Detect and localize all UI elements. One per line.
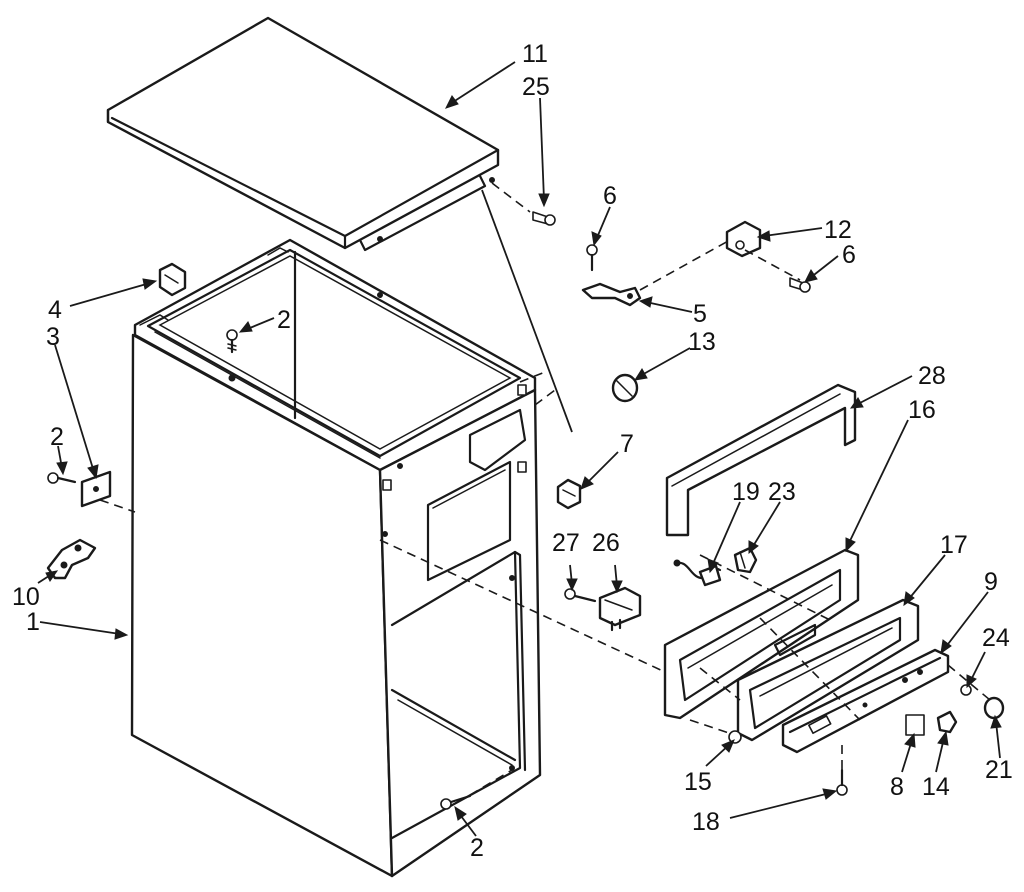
control-strip-part-9 xyxy=(781,648,950,754)
switch-part-26 xyxy=(598,586,642,632)
callout-28: 28 xyxy=(918,362,946,390)
callout-11: 11 xyxy=(522,40,548,68)
callout-8: 8 xyxy=(890,773,904,801)
callout-2-left: 2 xyxy=(50,423,64,451)
screw-part-18 xyxy=(836,768,848,796)
callout-14: 14 xyxy=(922,773,950,801)
bracket-part-5 xyxy=(581,282,642,307)
callout-25: 25 xyxy=(522,73,550,101)
knob-part-14 xyxy=(936,710,958,734)
callout-27: 27 xyxy=(552,529,580,557)
callout-18: 18 xyxy=(692,808,720,836)
cap-part-13 xyxy=(611,373,639,403)
callout-19: 19 xyxy=(732,478,760,506)
callout-1: 1 xyxy=(26,608,40,636)
callout-10: 10 xyxy=(12,583,40,611)
callout-23: 23 xyxy=(768,478,796,506)
console-frame-part-16 xyxy=(663,548,860,720)
screw-part-15 xyxy=(728,730,742,744)
callout-4: 4 xyxy=(48,296,62,324)
callout-leaders xyxy=(37,61,1002,837)
screw-part-25 xyxy=(532,211,556,226)
callout-26: 26 xyxy=(592,529,620,557)
knob-part-21 xyxy=(983,696,1005,720)
callout-6-top: 6 xyxy=(603,182,617,210)
screw-part-27 xyxy=(564,588,597,603)
callout-3: 3 xyxy=(46,323,60,351)
trim-part-28 xyxy=(665,383,857,537)
callout-13: 13 xyxy=(688,328,716,356)
socket-part-23 xyxy=(733,546,758,574)
screw-part-2-left xyxy=(47,472,77,484)
clip-part-4 xyxy=(158,262,187,297)
label-part-8 xyxy=(905,714,925,736)
screw-part-2-top xyxy=(226,329,238,354)
callout-24: 24 xyxy=(982,624,1010,652)
block-part-12 xyxy=(725,220,762,258)
callout-2-top: 2 xyxy=(277,306,291,334)
top-panel xyxy=(106,16,500,252)
washer-part-24 xyxy=(960,684,972,696)
callout-12: 12 xyxy=(824,216,852,244)
callout-labels: 11 25 6 12 6 4 3 2 5 13 2 28 16 7 19 23 … xyxy=(12,40,1013,862)
clip-part-7 xyxy=(556,478,582,510)
hinge-part-10 xyxy=(46,538,97,580)
callout-9: 9 xyxy=(984,568,998,596)
screw-part-6-upper xyxy=(586,244,598,272)
plate-part-3 xyxy=(80,470,112,508)
callout-16: 16 xyxy=(908,396,936,424)
callout-15: 15 xyxy=(684,768,712,796)
callout-5: 5 xyxy=(693,300,707,328)
callout-7: 7 xyxy=(620,430,634,458)
screw-part-2-bottom xyxy=(440,794,472,810)
callout-17: 17 xyxy=(940,531,968,559)
callout-21: 21 xyxy=(985,756,1013,784)
callout-2-bottom: 2 xyxy=(470,834,484,862)
cabinet-body xyxy=(130,238,542,878)
callout-6-right: 6 xyxy=(842,241,856,269)
